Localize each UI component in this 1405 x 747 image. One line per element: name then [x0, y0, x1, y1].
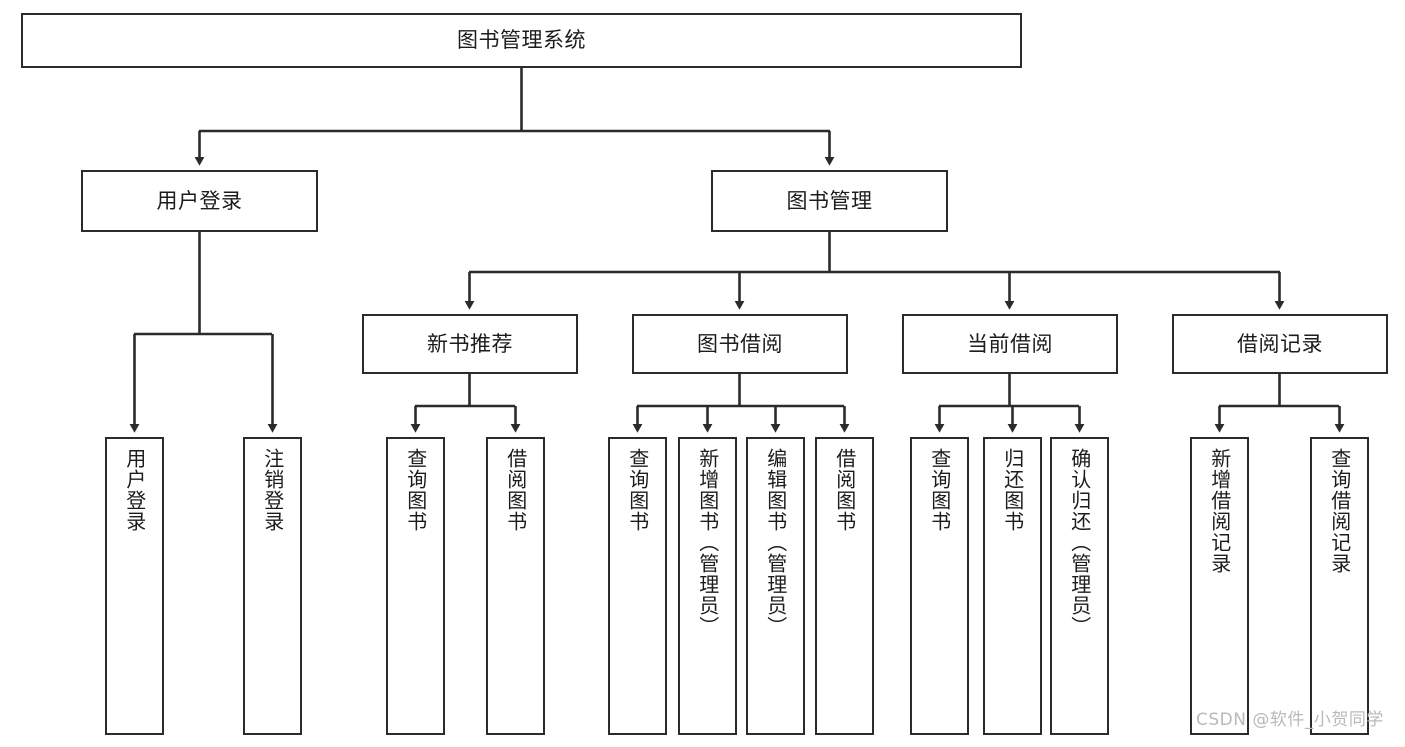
node-leaf-query-book-recommend[interactable]: 查询图书: [386, 437, 445, 735]
node-leaf-add-book-admin[interactable]: 新增图书（管理员）: [678, 437, 737, 735]
node-leaf-add-borrow-record[interactable]: 新增借阅记录: [1190, 437, 1249, 735]
node-leaf-query-borrow-record-label: 查询借阅记录: [1327, 448, 1352, 574]
node-book-borrow-label: 图书借阅: [697, 331, 783, 356]
node-leaf-query-borrow-record[interactable]: 查询借阅记录: [1310, 437, 1369, 735]
csdn-watermark: CSDN @软件_小贺同学: [1196, 710, 1384, 730]
node-leaf-borrow-book-recommend-label: 借阅图书: [503, 448, 528, 532]
node-leaf-borrow-book-label: 借阅图书: [832, 448, 857, 532]
borrow-record-leaf-connectors: [1214, 374, 1345, 433]
node-leaf-add-borrow-record-label: 新增借阅记录: [1207, 448, 1232, 574]
node-borrow-record-label: 借阅记录: [1237, 331, 1323, 356]
current-borrow-leaf-connectors: [934, 374, 1085, 433]
node-book-management-label: 图书管理: [786, 188, 873, 213]
node-leaf-query-book-borrow[interactable]: 查询图书: [608, 437, 667, 735]
node-book-borrow[interactable]: 图书借阅: [632, 314, 848, 374]
new-book-recommend-leaf-connectors: [410, 374, 521, 433]
node-leaf-borrow-book-recommend[interactable]: 借阅图书: [486, 437, 545, 735]
node-leaf-user-login[interactable]: 用户登录: [105, 437, 164, 735]
node-leaf-query-book-current[interactable]: 查询图书: [910, 437, 969, 735]
node-book-management[interactable]: 图书管理: [711, 170, 948, 232]
node-leaf-confirm-return-admin[interactable]: 确认归还（管理员）: [1050, 437, 1109, 735]
node-new-book-recommend-label: 新书推荐: [427, 331, 513, 356]
user-login-to-leaf-connectors: [129, 232, 278, 433]
node-leaf-query-book-borrow-label: 查询图书: [625, 448, 650, 532]
node-leaf-add-book-admin-label: 新增图书（管理员）: [695, 448, 720, 637]
node-borrow-record[interactable]: 借阅记录: [1172, 314, 1388, 374]
node-current-borrow-label: 当前借阅: [967, 331, 1053, 356]
node-root[interactable]: 图书管理系统: [21, 13, 1022, 68]
root-to-level1-connectors: [194, 68, 835, 166]
node-leaf-user-login-label: 用户登录: [122, 448, 147, 532]
node-leaf-borrow-book[interactable]: 借阅图书: [815, 437, 874, 735]
node-new-book-recommend[interactable]: 新书推荐: [362, 314, 578, 374]
node-leaf-return-book-label: 归还图书: [1000, 448, 1025, 532]
node-current-borrow[interactable]: 当前借阅: [902, 314, 1118, 374]
book-borrow-leaf-connectors: [632, 374, 850, 433]
node-leaf-edit-book-admin-label: 编辑图书（管理员）: [763, 448, 788, 637]
node-leaf-query-book-current-label: 查询图书: [927, 448, 952, 532]
node-leaf-logout-login-label: 注销登录: [260, 448, 285, 532]
node-user-login[interactable]: 用户登录: [81, 170, 318, 232]
node-leaf-edit-book-admin[interactable]: 编辑图书（管理员）: [746, 437, 805, 735]
node-user-login-label: 用户登录: [156, 188, 243, 213]
book-management-to-level2-connectors: [464, 232, 1285, 310]
node-leaf-logout-login[interactable]: 注销登录: [243, 437, 302, 735]
node-leaf-query-book-recommend-label: 查询图书: [403, 448, 428, 532]
node-leaf-return-book[interactable]: 归还图书: [983, 437, 1042, 735]
node-leaf-confirm-return-admin-label: 确认归还（管理员）: [1067, 448, 1092, 637]
node-root-label: 图书管理系统: [457, 28, 586, 53]
